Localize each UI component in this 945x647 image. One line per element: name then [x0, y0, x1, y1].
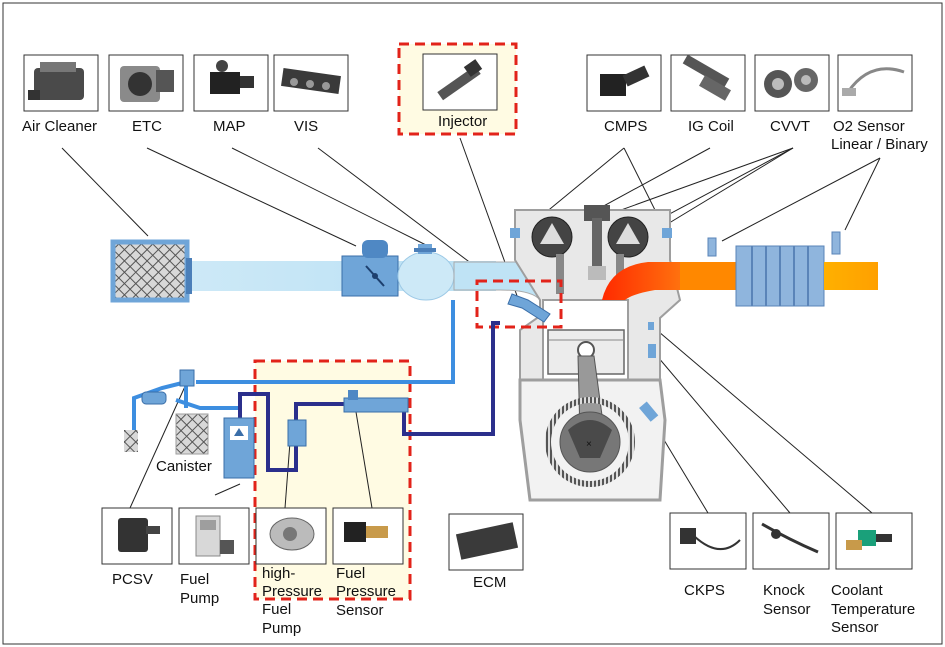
label-ig-coil: IG Coil	[688, 118, 734, 135]
photo-ckps	[669, 512, 747, 570]
label-hp-fuel-pump-1: high-	[262, 565, 295, 582]
label-fuel-pump-1: Fuel	[180, 571, 209, 588]
label-cmps: CMPS	[604, 118, 647, 135]
fuel-rail	[343, 397, 409, 413]
photo-coolant-sensor	[835, 512, 913, 570]
label-cvvt: CVVT	[770, 118, 810, 135]
label-air-cleaner: Air Cleaner	[22, 118, 97, 135]
labels: Air Cleaner ETC MAP VIS Injector CMPS IG…	[22, 113, 928, 637]
label-hp-fuel-pump-4: Pump	[262, 620, 301, 637]
label-coolant-sensor-3: Sensor	[831, 619, 879, 636]
photo-ecm	[448, 513, 524, 571]
photo-map	[193, 54, 269, 112]
canister	[175, 413, 209, 455]
photo-etc	[108, 54, 184, 112]
label-knock-sensor-1: Knock	[763, 582, 805, 599]
throttle-body	[341, 255, 399, 297]
label-vis: VIS	[294, 118, 318, 135]
intake-plenum	[397, 251, 455, 301]
photo-pcsv	[101, 507, 173, 565]
air-cleaner-filter	[110, 239, 190, 303]
label-injector: Injector	[438, 113, 487, 130]
label-hp-fuel-pump-2: Pressure	[262, 583, 322, 600]
ignition-coil	[584, 205, 610, 221]
photo-vis	[273, 54, 349, 112]
photo-air-cleaner	[23, 54, 99, 112]
svg-text:×: ×	[586, 439, 592, 450]
exhaust-port	[602, 262, 690, 300]
camshaft-intake	[531, 216, 573, 258]
photo-cmps	[586, 54, 662, 112]
photo-cvvt	[754, 54, 830, 112]
label-o2-sensor-2: Linear / Binary	[831, 136, 928, 153]
fuel-lines	[238, 321, 500, 472]
photo-ig-coil	[670, 54, 746, 112]
label-fuel-pressure-sensor-1: Fuel	[336, 565, 365, 582]
photo-hp-fuel-pump	[255, 507, 327, 565]
injector-port-highlight	[475, 279, 563, 329]
label-coolant-sensor-1: Coolant	[831, 582, 884, 599]
label-fuel-pump-2: Pump	[180, 590, 219, 607]
photo-injector	[422, 53, 498, 111]
crankshaft-gear	[545, 397, 635, 487]
label-map: MAP	[213, 118, 246, 135]
photo-fuel-pressure-sensor	[332, 507, 404, 565]
label-hp-fuel-pump-3: Fuel	[262, 601, 291, 618]
photo-knock-sensor	[752, 512, 830, 570]
label-etc: ETC	[132, 118, 162, 135]
label-coolant-sensor-2: Temperature	[831, 601, 915, 618]
label-knock-sensor-2: Sensor	[763, 601, 811, 618]
label-fuel-pressure-sensor-2: Pressure	[336, 583, 396, 600]
injector-in-port	[507, 293, 551, 323]
photo-o2-sensor	[837, 54, 913, 112]
label-ecm: ECM	[473, 574, 506, 591]
label-canister: Canister	[156, 458, 212, 475]
label-o2-sensor-1: O2 Sensor	[833, 118, 905, 135]
engine: ×	[510, 205, 878, 502]
camshaft-exhaust	[607, 216, 649, 258]
label-ckps: CKPS	[684, 582, 725, 599]
exhaust-pipe	[680, 262, 738, 290]
label-pcsv: PCSV	[112, 571, 153, 588]
photo-fuel-pump	[178, 507, 250, 565]
tail-pipe	[824, 262, 878, 290]
label-fuel-pressure-sensor-3: Sensor	[336, 602, 384, 619]
